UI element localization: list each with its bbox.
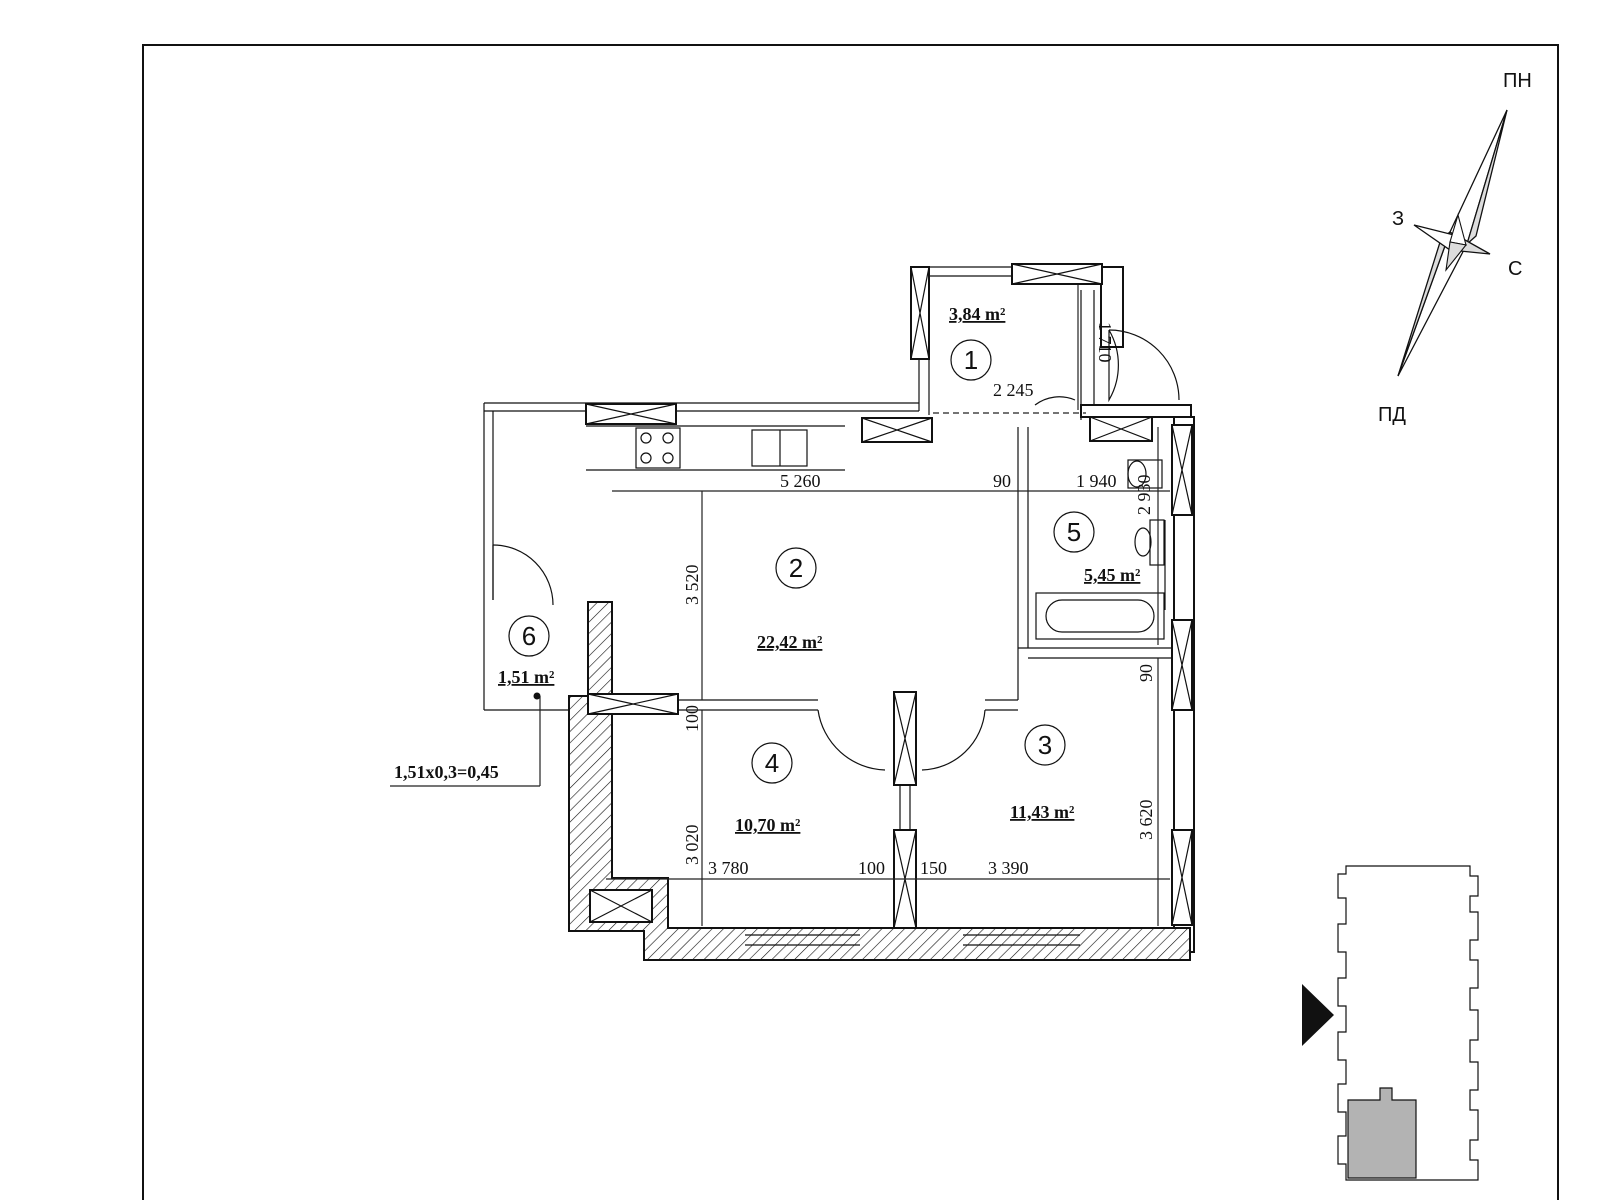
compass-west: З [1392, 208, 1404, 230]
drawing-frame [142, 44, 1559, 1200]
room-4-area: 10,70 m² [735, 815, 800, 835]
walls [483, 266, 1195, 961]
room-3-number: 3 [1038, 730, 1052, 760]
dim-3780: 3 780 [708, 858, 749, 878]
dim-2245: 2 245 [993, 380, 1034, 400]
dim-150: 150 [920, 858, 947, 878]
dim-1940: 1 940 [1076, 471, 1117, 491]
dimension-lines [390, 285, 1170, 926]
room-markers: 1 3,84 m² 2 22,42 m² 3 11,43 m² 4 10,70 … [498, 304, 1140, 835]
dim-3520: 3 520 [682, 565, 702, 606]
dim-5260: 5 260 [780, 471, 821, 491]
room-4-number: 4 [765, 748, 779, 778]
fixtures [586, 425, 1166, 640]
room-3: 3 11,43 m² [1010, 724, 1074, 822]
room-2-number: 2 [789, 553, 803, 583]
room-6-number: 6 [522, 621, 536, 651]
key-plan-highlight [1347, 1087, 1417, 1179]
dimension-labels: 2 245 1 710 5 260 90 1 940 2 930 3 520 9… [394, 322, 1156, 878]
room-6: 6 1,51 m² [498, 615, 554, 687]
dim-90-right: 90 [1136, 664, 1156, 682]
compass-north: ПН [1503, 70, 1532, 92]
room-1-number: 1 [964, 345, 978, 375]
room-3-area: 11,43 m² [1010, 802, 1074, 822]
windows [585, 263, 1193, 946]
compass-rose-icon: ПН З С ПД [1378, 70, 1532, 426]
balcony-formula: 1,51x0,3=0,45 [394, 762, 499, 782]
dim-3020: 3 020 [682, 825, 702, 866]
room-2: 2 22,42 m² [757, 547, 822, 652]
dim-100-left: 100 [682, 705, 702, 732]
key-plan [1302, 865, 1479, 1181]
room-1: 1 3,84 m² [949, 304, 1005, 381]
dim-100-bottom: 100 [858, 858, 885, 878]
dim-90-top: 90 [993, 471, 1011, 491]
room-2-area: 22,42 m² [757, 632, 822, 652]
room-4: 4 10,70 m² [735, 742, 800, 835]
room-1-area: 3,84 m² [949, 304, 1005, 324]
doors [492, 329, 1180, 771]
dim-3620: 3 620 [1136, 800, 1156, 841]
room-5: 5 5,45 m² [1053, 511, 1140, 585]
dim-2930: 2 930 [1134, 475, 1154, 516]
room-5-number: 5 [1067, 517, 1081, 547]
dim-1710: 1 710 [1095, 322, 1115, 363]
room-6-area: 1,51 m² [498, 667, 554, 687]
key-plan-arrow-icon [1302, 984, 1334, 1046]
dim-3390: 3 390 [988, 858, 1029, 878]
key-plan-outline [1337, 865, 1479, 1181]
compass-south: ПД [1378, 404, 1406, 426]
compass-east: С [1508, 258, 1522, 280]
room-5-area: 5,45 m² [1084, 565, 1140, 585]
